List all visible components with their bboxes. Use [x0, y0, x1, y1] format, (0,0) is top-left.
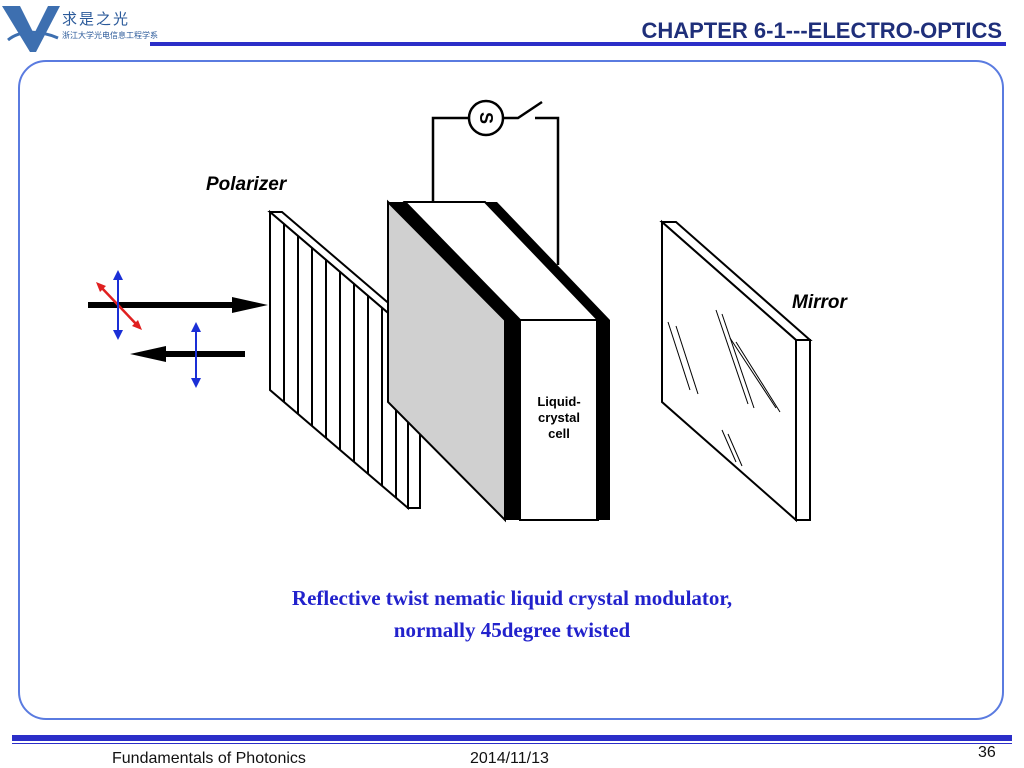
footer-course: Fundamentals of Photonics: [112, 750, 306, 767]
caption-line2: normally 45degree twisted: [393, 618, 631, 642]
cell-label-line2: crystal: [538, 410, 580, 425]
reflected-polarization-icon: [191, 322, 201, 388]
caption-line1: Reflective twist nematic liquid crystal …: [291, 586, 733, 610]
footer-divider-thin: [12, 743, 1012, 744]
reflected-beam-arrow: [130, 346, 245, 362]
footer-date: 2014/11/13: [470, 750, 549, 767]
chapter-title: CHAPTER 6-1---ELECTRO-OPTICS: [641, 18, 1002, 43]
header-divider: [150, 42, 1006, 46]
cell-label-line3: cell: [548, 426, 570, 441]
mirror-label: Mirror: [792, 292, 849, 313]
logo-title: 求是之光: [62, 12, 131, 28]
source-label: S: [476, 112, 496, 124]
cell-label-line1: Liquid-: [537, 394, 580, 409]
content-frame: [18, 60, 1004, 720]
liquid-crystal-cell: [387, 199, 610, 523]
page-number: 36: [978, 744, 996, 761]
mirror-reflection-marks: [667, 309, 781, 467]
department-logo: 求是之光 浙江大学光电信息工程学系: [0, 0, 160, 60]
incident-beam-arrow: [88, 297, 268, 313]
mirror: [659, 219, 813, 523]
logo-emblem-icon: [2, 6, 60, 52]
circuit-wires: [431, 100, 560, 265]
footer-divider: [12, 735, 1012, 741]
polarizer-label: Polarizer: [206, 174, 288, 195]
voltage-source-icon: S: [467, 99, 505, 137]
incident-polarization-icon: [96, 270, 142, 340]
logo-subtitle: 浙江大学光电信息工程学系: [62, 31, 158, 40]
